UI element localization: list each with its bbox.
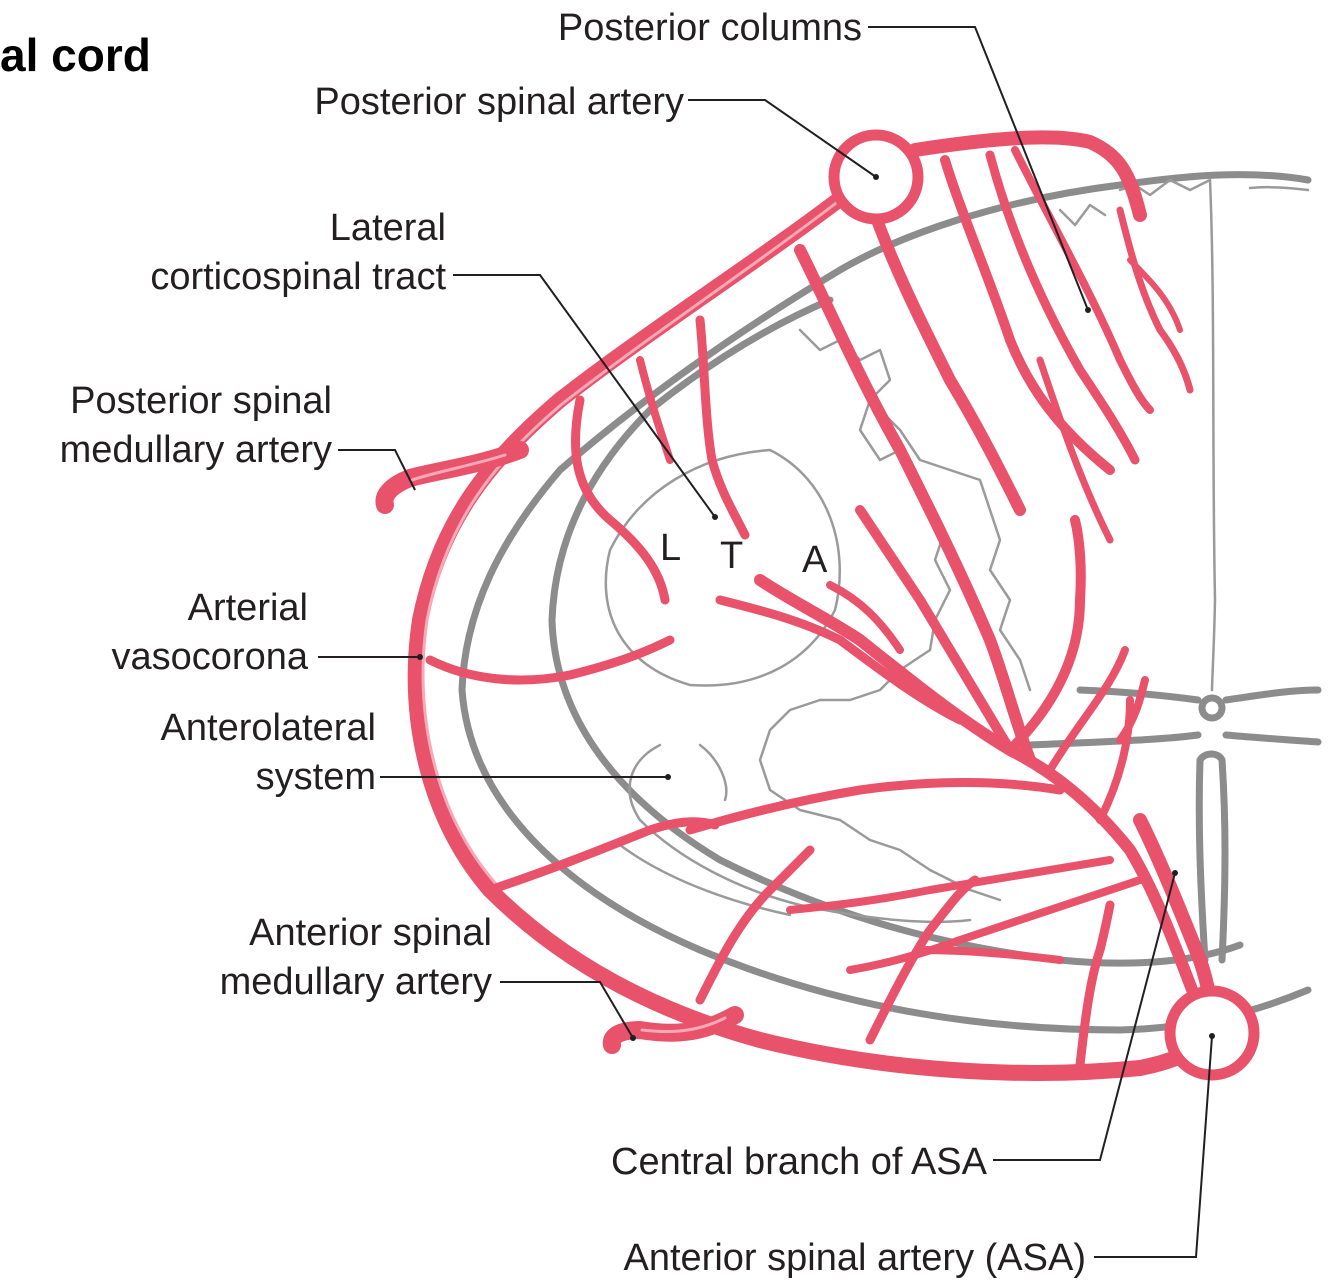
lamination-letter-A: A: [802, 539, 828, 581]
label-asma-line1: Anterior spinal: [249, 912, 492, 954]
title-fragment: al cord: [0, 29, 151, 81]
label-vasocorona-line2: vasocorona: [112, 636, 309, 678]
label-lateral-cst-line1: Lateral: [330, 207, 446, 249]
label-asma-line2: medullary artery: [220, 961, 492, 1003]
label-asa: Anterior spinal artery (ASA): [624, 1237, 1087, 1279]
labels: al cord Posterior columns Posterior spin…: [0, 7, 1086, 1279]
label-als-line2: system: [256, 756, 376, 798]
label-psma-line1: Posterior spinal: [70, 380, 332, 422]
lamination-letter-T: T: [720, 535, 743, 577]
label-psma-line2: medullary artery: [60, 429, 332, 471]
label-als-line1: Anterolateral: [161, 707, 376, 749]
label-lateral-cst-line2: corticospinal tract: [150, 256, 446, 298]
label-posterior-columns: Posterior columns: [558, 7, 862, 49]
lamination-letter-L: L: [660, 527, 681, 569]
label-vasocorona-line1: Arterial: [188, 587, 308, 629]
label-posterior-spinal-artery: Posterior spinal artery: [314, 81, 684, 123]
label-central-branch: Central branch of ASA: [611, 1141, 988, 1183]
spinal-cord-outline: [462, 175, 1318, 1030]
